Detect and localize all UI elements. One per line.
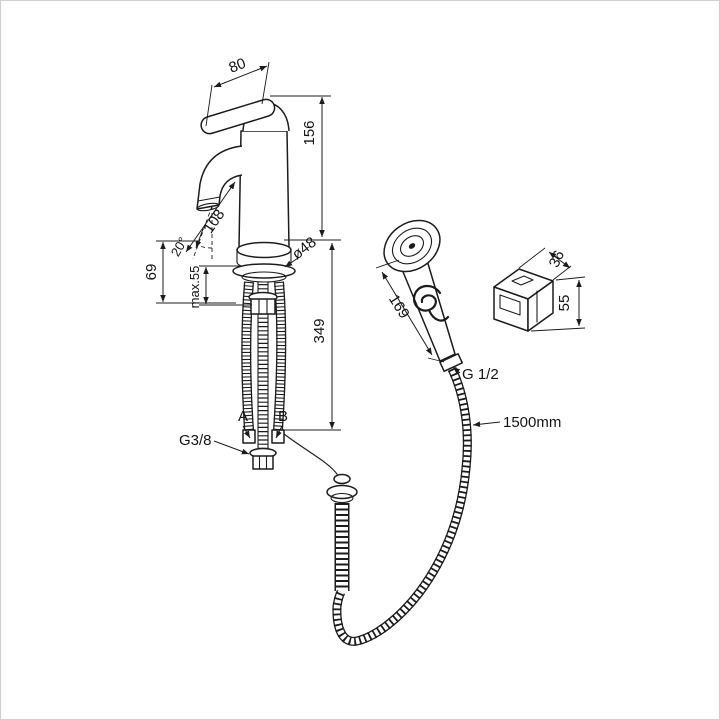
dim-bracket-height: 55 xyxy=(556,295,573,312)
hose-b-fitting xyxy=(271,429,285,444)
dim-handshower-length: 169 xyxy=(385,291,413,321)
faucet xyxy=(196,98,296,283)
connector-curve xyxy=(283,433,338,475)
base-flange xyxy=(232,241,296,283)
dim-flange-diameter: ø48 xyxy=(289,234,320,263)
shower-hose-coil xyxy=(332,367,472,646)
dim-max-deck: max.55 xyxy=(187,266,202,309)
label-hose-length: 1500mm xyxy=(503,414,561,431)
deck-washer xyxy=(232,263,296,279)
dim-height-below: 349 xyxy=(311,318,328,343)
rod-end-nut xyxy=(249,447,277,470)
dim-spout-angle: 20° xyxy=(168,234,191,259)
bracket-top-slot xyxy=(511,275,534,286)
faucet-body xyxy=(238,130,290,248)
dim-top-width: 80 xyxy=(227,55,249,77)
faucet-handle-lever xyxy=(200,98,276,135)
hand-shower xyxy=(383,219,464,373)
dim-outlet-height: 69 xyxy=(143,264,160,281)
under-deck-assembly xyxy=(241,281,287,470)
dim-bracket-width: 36 xyxy=(546,248,568,270)
label-inlet-thread: G3/8 xyxy=(179,432,212,449)
flow-direction-arrow xyxy=(195,228,204,249)
clamping-nut xyxy=(248,291,278,315)
dim-height-above: 156 xyxy=(301,120,318,145)
label-inlet-b: B xyxy=(278,408,288,425)
shower-head xyxy=(383,219,441,273)
label-hose-thread: G 1/2 xyxy=(462,366,499,383)
bracket-front-slot xyxy=(499,294,521,316)
label-inlet-a: A xyxy=(238,408,248,425)
wall-bracket xyxy=(493,268,554,332)
dimension-lines xyxy=(156,61,586,455)
hose-end-fitting xyxy=(283,433,358,591)
